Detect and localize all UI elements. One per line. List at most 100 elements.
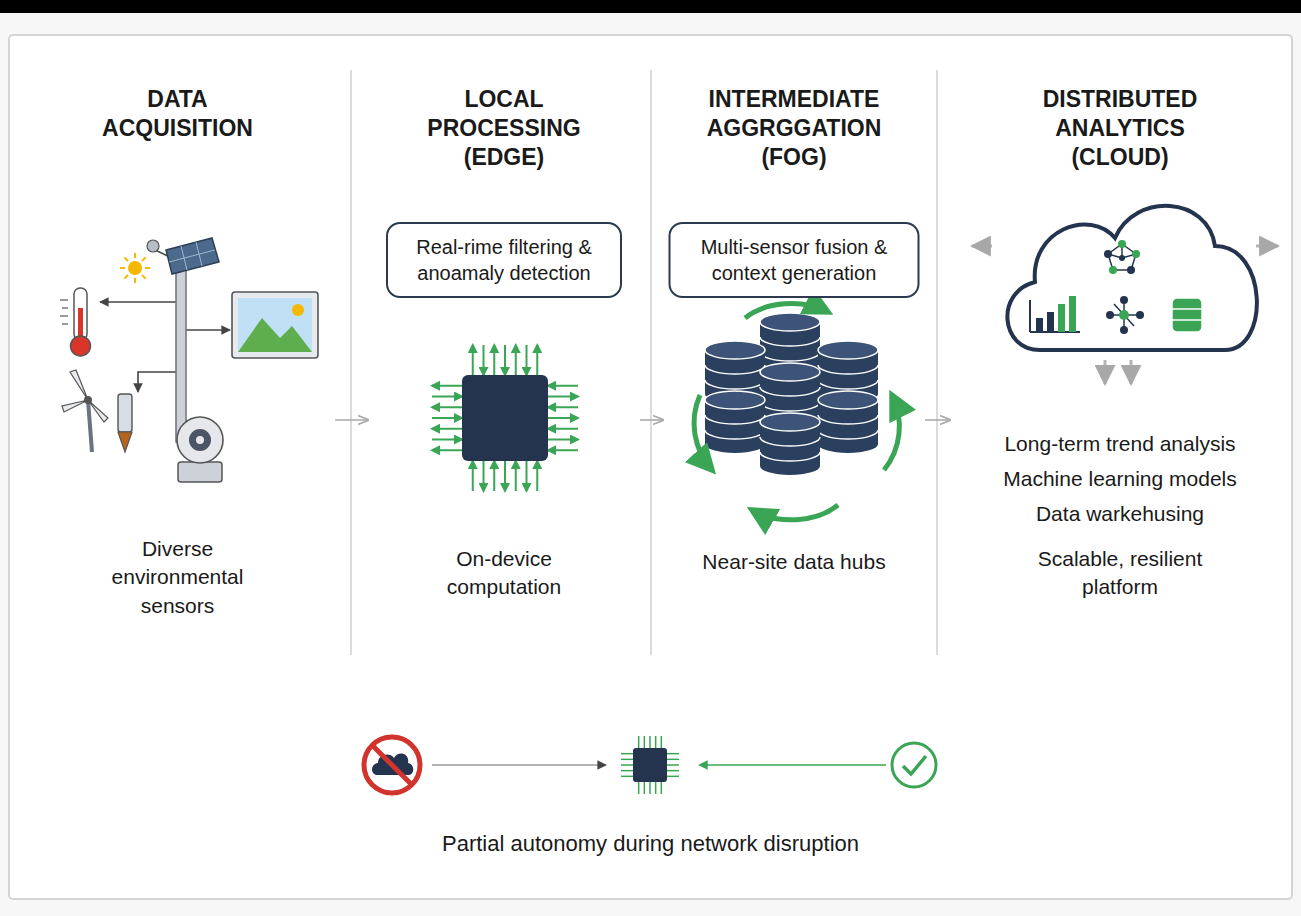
sensor-illustration <box>62 323 68 324</box>
autonomy-strip <box>621 776 633 778</box>
sensor-illustration <box>62 400 88 412</box>
edge-chip <box>472 461 474 491</box>
edge-chip <box>548 449 578 451</box>
process-box: Real-rime filtering & anoamaly detection <box>386 222 622 298</box>
sensor-illustration <box>186 329 230 331</box>
sensor-illustration <box>238 318 312 352</box>
edge-chip <box>526 461 528 491</box>
fog-databases <box>818 430 878 439</box>
autonomy-strip <box>655 782 657 794</box>
sensor-illustration <box>176 262 186 442</box>
frame <box>9 35 1292 899</box>
sensor-illustration <box>196 436 204 444</box>
autonomy-strip <box>621 736 679 794</box>
cloud-icon <box>1036 318 1043 332</box>
autonomy-strip <box>621 753 633 755</box>
sensor-illustration <box>169 250 215 262</box>
edge-chip <box>548 406 578 408</box>
fog-databases <box>760 413 820 475</box>
cloud-icon <box>1130 360 1133 384</box>
tier-heading: INTERMEDIATE AGGRGGATION (FOG) <box>707 85 882 171</box>
edge-chip <box>483 345 485 375</box>
sensor-illustration <box>60 299 68 300</box>
sensor-illustration <box>60 315 68 316</box>
edge-chip <box>526 345 528 375</box>
cloud-icon <box>1172 298 1202 332</box>
sensor-illustration <box>88 400 92 452</box>
flow-arrow <box>925 419 950 421</box>
sensor-illustration <box>178 462 222 482</box>
cloud-icon <box>1104 250 1112 258</box>
sync-arrows <box>884 395 899 470</box>
edge-chip <box>432 417 462 419</box>
autonomy-strip <box>644 736 646 748</box>
fog-databases <box>705 415 765 424</box>
cloud-icon <box>1109 266 1117 274</box>
sensor-illustration <box>189 429 211 451</box>
edge-chip <box>536 345 538 375</box>
sensor-illustration <box>138 372 176 392</box>
cloud-icon <box>1029 300 1031 332</box>
autonomy-strip <box>621 759 633 761</box>
tier-caption: Near-site data hubs <box>663 548 925 576</box>
cloud-icon <box>1058 304 1065 332</box>
cloud-icon <box>1104 250 1144 334</box>
column-divider <box>350 70 352 655</box>
cloud-icon <box>1114 304 1134 326</box>
autonomy-strip <box>655 736 657 748</box>
cloud-icon <box>1104 360 1107 384</box>
fog-databases <box>760 402 820 411</box>
fog-databases <box>818 415 878 424</box>
edge-chip <box>548 385 578 387</box>
autonomy-strip <box>700 764 886 766</box>
column-divider <box>351 70 937 655</box>
fog-databases <box>818 391 878 453</box>
autonomy-strip <box>667 776 679 778</box>
tier-caption: Scalable, resilient platform <box>1020 545 1220 602</box>
sensor-illustration <box>134 278 136 283</box>
autonomy-strip <box>667 759 679 761</box>
edge-chip <box>504 461 506 491</box>
fog-databases <box>760 413 820 431</box>
cloud-icon <box>972 206 1278 384</box>
sensor-illustration <box>84 396 92 404</box>
tier-column: INTERMEDIATE AGGRGGATION (FOG) Near-site … <box>663 70 925 655</box>
cloud-icon <box>972 245 992 248</box>
sensor-illustration <box>60 300 68 324</box>
edge-chip <box>432 449 462 451</box>
edge-chip <box>432 345 578 491</box>
sensor-illustration <box>120 267 125 269</box>
fog-databases <box>818 380 878 389</box>
sync-arrows <box>694 304 899 520</box>
flow-arrow <box>335 419 368 421</box>
cloud-icon <box>1256 245 1278 248</box>
autonomy-strip <box>364 737 420 793</box>
fog-databases <box>760 352 820 361</box>
sensor-illustration <box>142 257 146 261</box>
edge-chip <box>432 396 462 398</box>
cloud-icon <box>1120 296 1128 304</box>
autonomy-strip <box>638 782 640 794</box>
sync-arrows <box>694 395 712 470</box>
fog-databases <box>705 435 765 453</box>
cloud-icon <box>1109 240 1140 320</box>
autonomy-strip <box>644 782 646 794</box>
sync-arrows <box>752 505 838 520</box>
column-divider <box>650 70 652 655</box>
autonomy-strip <box>903 756 926 774</box>
edge-chip <box>548 428 578 430</box>
sensor-illustration <box>62 370 108 422</box>
fog-databases <box>760 437 820 446</box>
fog-databases <box>760 387 820 396</box>
sensor-illustration <box>118 432 132 452</box>
edge-chip <box>515 345 517 375</box>
sensor-illustration <box>124 257 128 261</box>
sensor-illustration <box>169 242 215 270</box>
tier-column: LOCAL PROCESSING (EDGE)On-device computa… <box>368 70 640 655</box>
fog-databases <box>705 341 765 359</box>
autonomy-strip <box>661 736 663 748</box>
box-text: Multi-sensor fusion & context generation <box>687 234 902 286</box>
autonomy-strip <box>649 782 651 794</box>
